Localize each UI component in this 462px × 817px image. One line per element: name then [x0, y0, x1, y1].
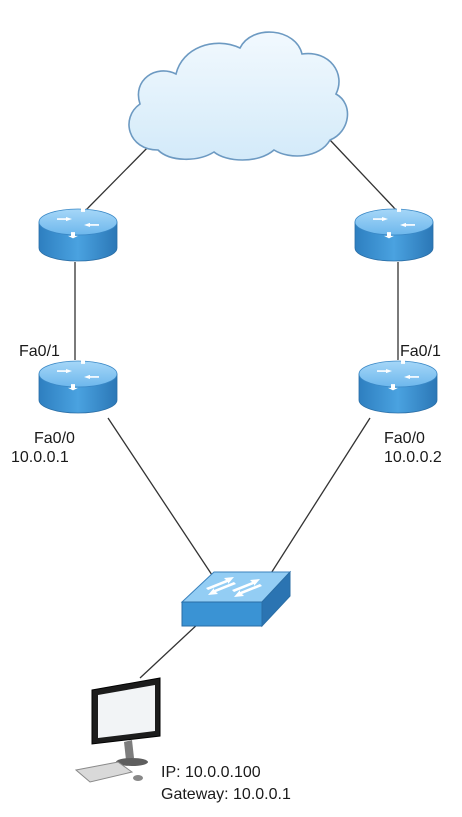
- workstation-icon: [74, 677, 161, 783]
- link-left-router-switch: [107, 417, 215, 579]
- link-cloud-left-router: [83, 139, 156, 213]
- router-icon: [355, 206, 433, 261]
- left-router-ip: 10.0.0.1: [11, 449, 69, 466]
- right-router-port-fa0-0: Fa0/0: [384, 430, 425, 447]
- router-icon: [39, 206, 117, 261]
- host-gateway-label: Gateway: 10.0.0.1: [161, 786, 291, 803]
- right-router-ip: 10.0.0.2: [384, 449, 442, 466]
- left-router-port-fa0-0: Fa0/0: [34, 430, 75, 447]
- router-icon: [39, 358, 117, 413]
- switch-icon: [180, 570, 292, 628]
- left-router-port-fa0-1: Fa0/1: [19, 343, 60, 360]
- host-ip-label: IP: 10.0.0.100: [161, 764, 261, 781]
- link-cloud-right-router: [329, 139, 399, 213]
- right-router-port-fa0-1: Fa0/1: [400, 343, 441, 360]
- router-icon: [359, 358, 437, 413]
- links: [74, 139, 399, 679]
- link-switch-host: [139, 621, 201, 679]
- cloud-icon: [128, 31, 349, 161]
- link-right-router-switch: [267, 417, 371, 579]
